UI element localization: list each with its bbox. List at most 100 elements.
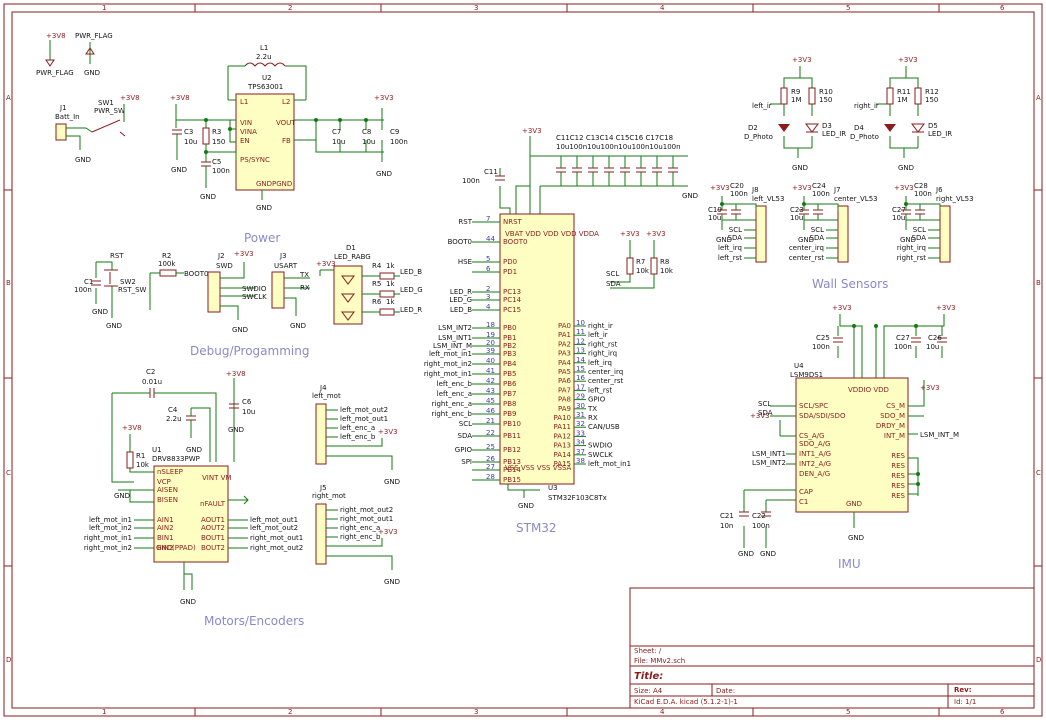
col-label: 1	[102, 708, 106, 716]
u3-pin-number: 22	[486, 429, 495, 437]
gnd-label: GND	[384, 578, 400, 586]
u3-pin-name: PA4	[558, 359, 572, 367]
section-title-power: Power	[244, 231, 280, 245]
conn-power-wires	[326, 538, 393, 570]
u4-pin-name: RES	[891, 472, 905, 480]
j2-pin: SWDIO	[242, 285, 267, 293]
rail-label: +3V8	[170, 94, 190, 102]
rail-label: +3V3	[792, 184, 812, 192]
u3-pin-number: 13	[576, 347, 585, 355]
u1-pin-name: BISEN	[157, 496, 178, 504]
u1-pin-name: VCP	[157, 478, 171, 486]
u1-pin-name: AOUT2	[201, 524, 225, 532]
boot0-label: BOOT0	[184, 270, 208, 278]
u1-top-pins: VINT VM	[202, 474, 231, 482]
d4-photodiode	[884, 124, 896, 132]
led-net: LED_R	[400, 306, 422, 314]
r8-resistor	[650, 257, 658, 275]
row-label: B	[1036, 279, 1041, 287]
rail-label: +3V3	[710, 184, 730, 192]
tb-size: Size: A4	[634, 687, 663, 695]
l1-value: 2.2u	[256, 53, 272, 61]
u1-pin-name: BIN1	[157, 534, 174, 542]
conn-ref: J4	[319, 384, 327, 392]
r12-resistor	[914, 87, 922, 105]
u3-top-pin: VBAT VDD VDD VDD VDDA	[505, 230, 599, 238]
rail-label: +3V3	[378, 428, 398, 436]
vl53-net: right_irq	[897, 244, 926, 252]
tb-id: Id: 1/1	[954, 698, 976, 706]
c27-ref: C27	[896, 334, 910, 342]
c22-ref: C22	[752, 512, 766, 520]
row-label: A	[6, 94, 11, 102]
gnd-label: GND	[256, 204, 272, 212]
u3-pin-number: 20	[486, 339, 495, 347]
u3-pin-name: PB11	[503, 432, 521, 440]
border-row-labels: A B C D A B C D	[6, 94, 1041, 664]
u4-pin-name: INT1_A/G	[799, 450, 831, 458]
u2-pin: VINA	[240, 128, 257, 136]
u3-net-label: SWCLK	[588, 451, 613, 459]
u2-pin: EN	[240, 137, 250, 145]
c1-value: 100n	[74, 286, 92, 294]
u3-net-label: RST	[458, 218, 472, 226]
r6-resistor	[379, 308, 395, 316]
r2-resistor	[159, 269, 177, 277]
rail-label: +3V3	[620, 230, 640, 238]
conn-value: left_mot	[312, 392, 341, 400]
u3-net-label: LED_B	[450, 306, 472, 314]
u3-pin-name: PA9	[558, 405, 571, 413]
c2-value: 0.01u	[142, 378, 162, 386]
u3-pin-name: PB10	[503, 420, 521, 428]
u3-net-label: center_irq	[588, 368, 623, 376]
c25-ref: C25	[816, 334, 830, 342]
u3-pin-name: PB13	[503, 458, 521, 466]
section-title-motors: Motors/Encoders	[204, 614, 304, 628]
u3-pin-number: 16	[576, 374, 585, 382]
u2-pin: VOUT	[276, 119, 296, 127]
u3-pin-number: 37	[576, 448, 585, 456]
gnd-label: GND	[384, 478, 400, 486]
r9-resistor	[780, 87, 788, 105]
pwr-flag-label: PWR_FLAG	[36, 69, 74, 77]
sw2-switch	[104, 269, 118, 287]
imu-sda: SDA	[758, 409, 773, 417]
u1-pin-name: nSLEEP	[157, 468, 183, 476]
cap-value: 100n	[730, 190, 748, 198]
u4-pin-name: CS_M	[886, 402, 905, 410]
r12-ref: R12	[925, 88, 939, 96]
d3-ir-led	[805, 123, 819, 133]
border-ticks	[4, 4, 1042, 716]
section-title-debug: Debug/Progamming	[190, 344, 309, 358]
stm32-section: +3V3 C11 100n C11C12 C13C14 C15C16 C17C1…	[424, 127, 698, 535]
col-label: 5	[846, 4, 850, 12]
d1-led	[333, 265, 363, 325]
col-label: 3	[474, 708, 478, 716]
conn-net: left_mot_out1	[340, 415, 388, 423]
u3-net-label: left_mot_in1	[429, 350, 472, 358]
u3-pin-number: 10	[576, 319, 585, 327]
gnd-label: GND	[898, 164, 914, 172]
sw2-ref: SW2	[120, 278, 136, 286]
c25-value: 100n	[812, 343, 830, 351]
u3-pin-name: PB0	[503, 324, 516, 332]
u3-pin-number: 31	[576, 411, 585, 419]
r3-value: 150	[212, 138, 225, 146]
u1-driver	[153, 465, 229, 563]
u3-net-label: right_mot_in2	[424, 360, 472, 368]
c5-value: 100n	[212, 167, 230, 175]
u4-value: LSM9DS1	[790, 371, 823, 379]
vl53-connectors: J8left_VL53+3V3C1910uC20100nGNDSCLSDAlef…	[708, 182, 974, 263]
u4-pin-name: SDA/SDI/SDO	[799, 412, 846, 420]
u4-pin-name: RES	[891, 492, 905, 500]
imu-scl: SCL	[758, 400, 771, 408]
r2-value: 100k	[158, 260, 176, 268]
r3-resistor	[202, 127, 210, 145]
vl53-net: center_rst	[789, 254, 825, 262]
gnd-label: GND	[75, 156, 91, 164]
gnd-label: GND	[106, 322, 122, 330]
c7-ref: C7	[332, 128, 341, 136]
border-col-labels: 1 2 3 4 5 6 1 2 3 4 5 6	[102, 4, 1005, 716]
